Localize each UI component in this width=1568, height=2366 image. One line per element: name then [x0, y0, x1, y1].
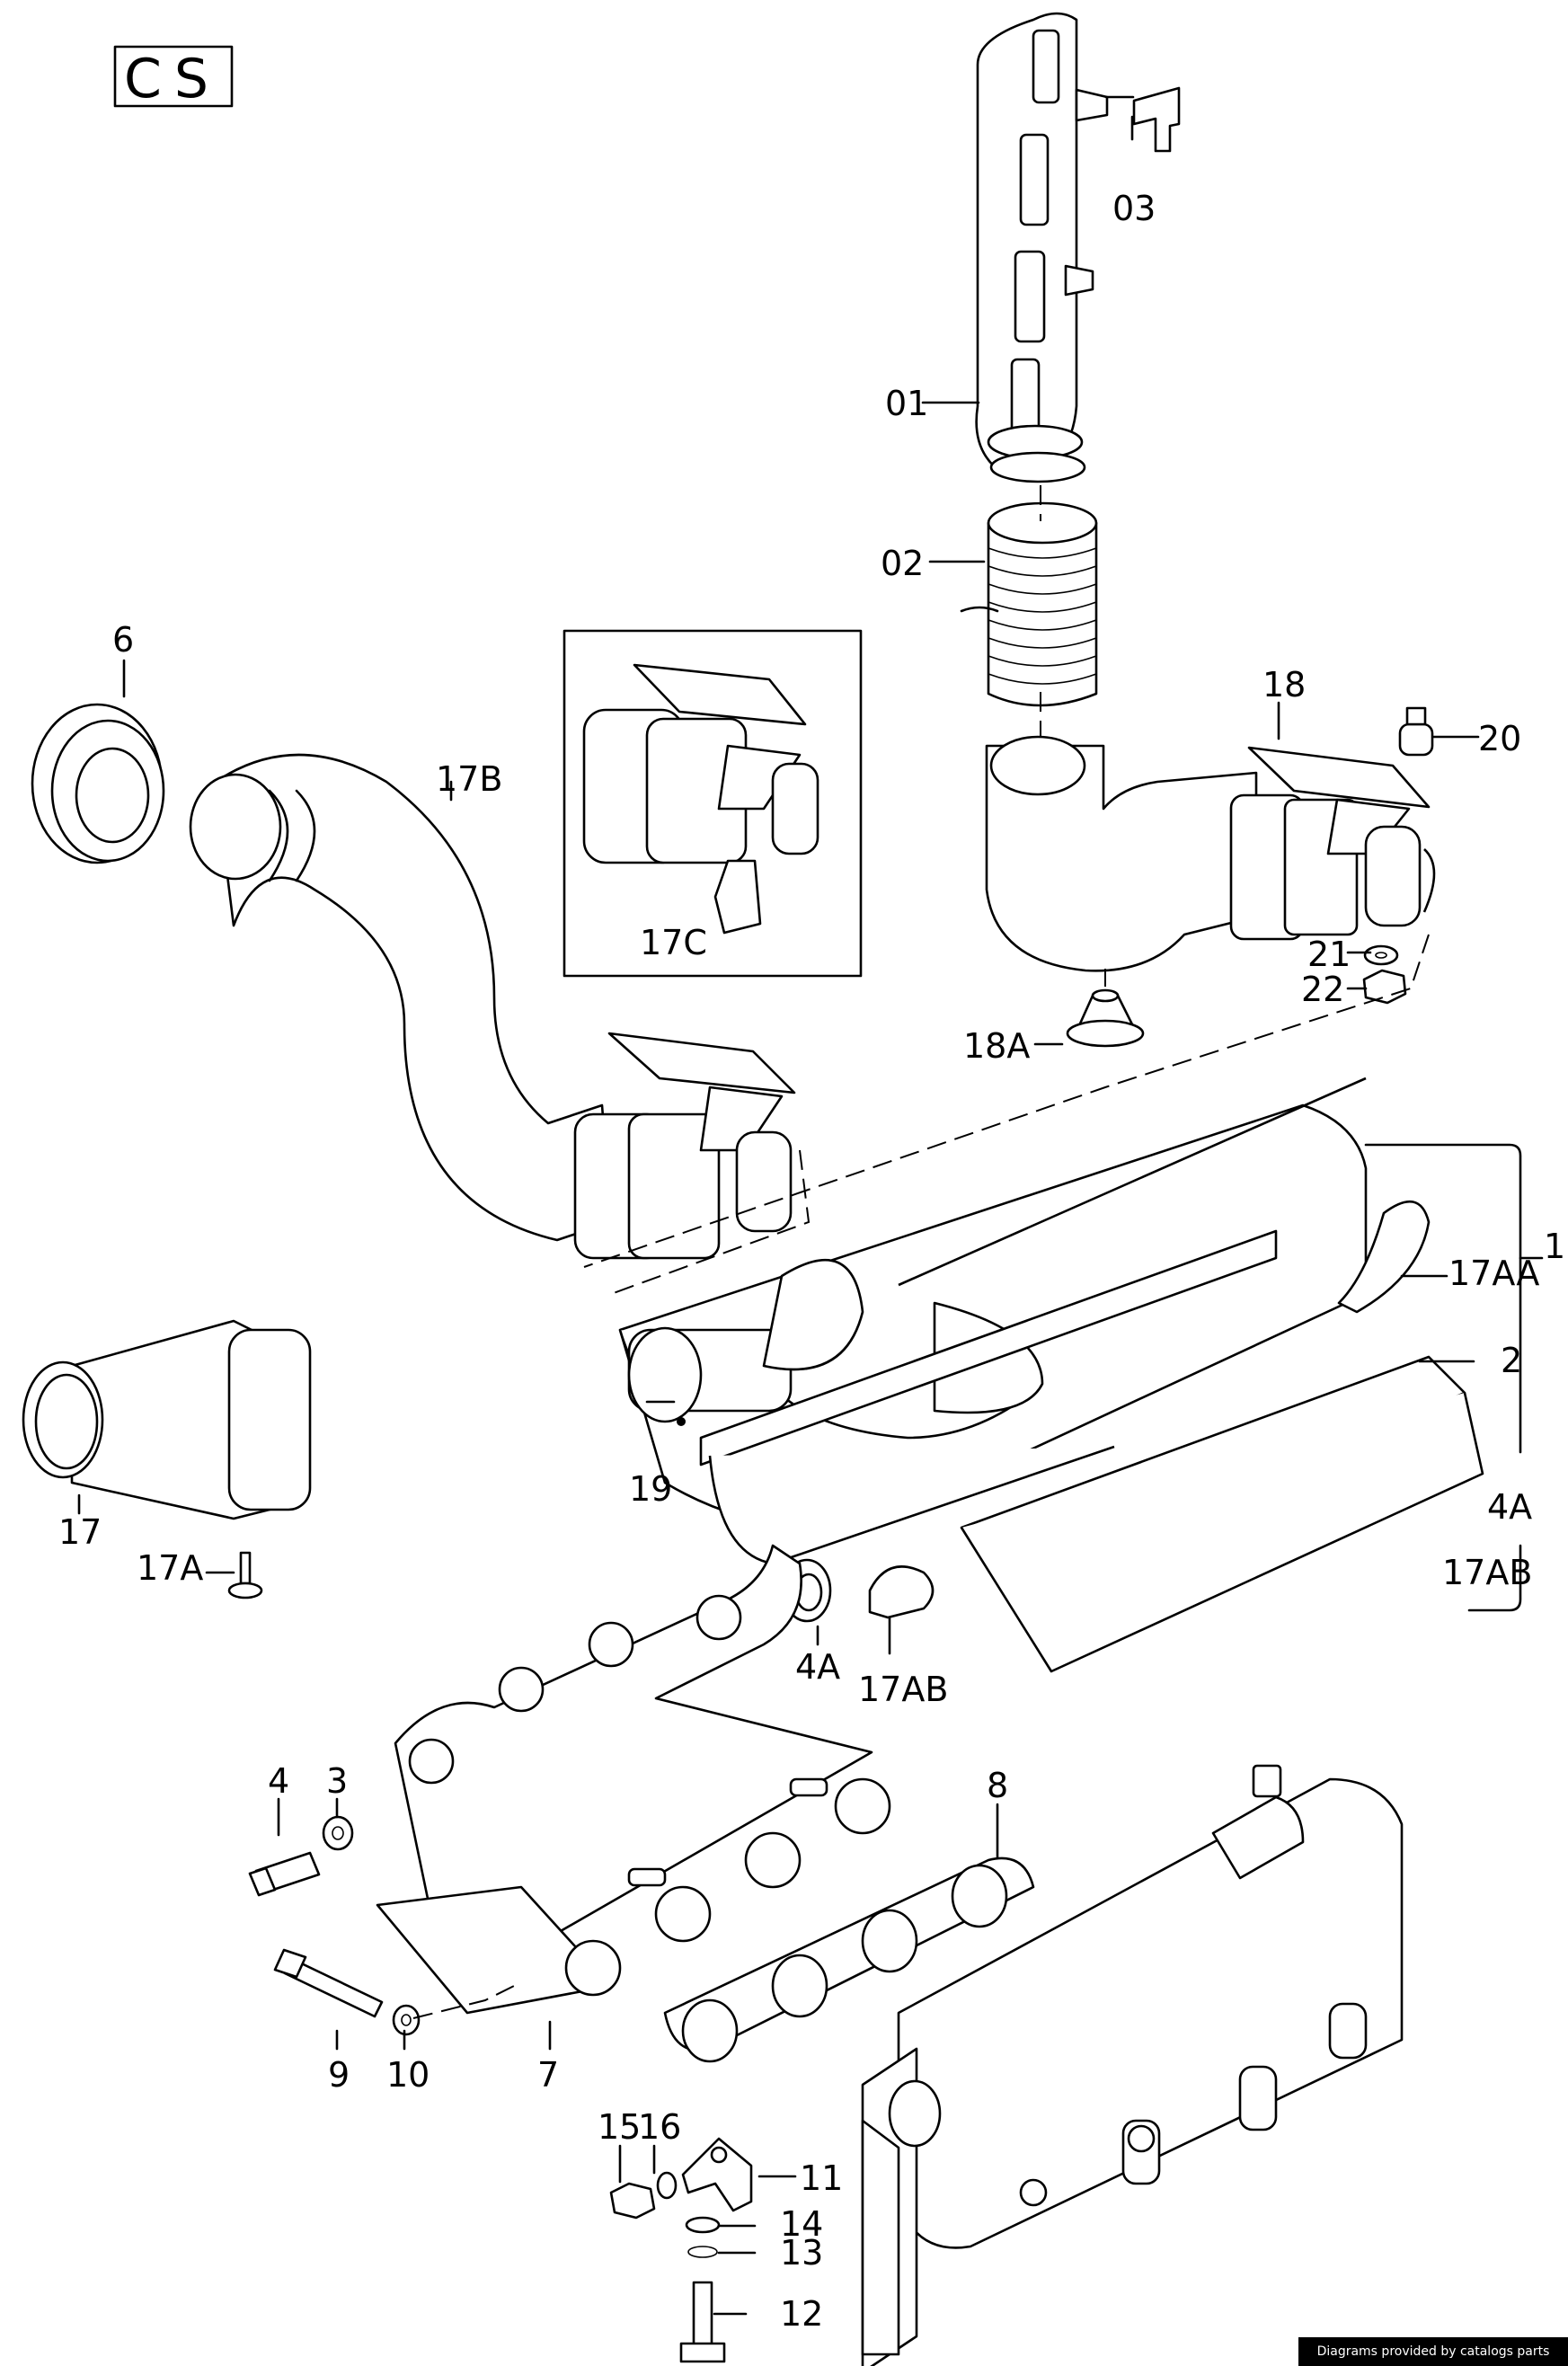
label-19: 19	[629, 1469, 672, 1509]
cylinder-head	[861, 1764, 1404, 2366]
part-18A-grommet	[1066, 988, 1145, 1048]
part-10-washer	[392, 2004, 421, 2036]
label-03: 03	[1112, 189, 1156, 228]
part-3-washer	[322, 1815, 354, 1851]
label-16: 16	[638, 2107, 681, 2147]
label-17: 17	[58, 1512, 102, 1552]
label-4A-list: 4A	[1487, 1487, 1532, 1527]
part-22-nut	[1362, 969, 1407, 1005]
label-4A: 4A	[795, 1647, 840, 1687]
label-6: 6	[112, 620, 134, 660]
label-17B: 17B	[436, 759, 502, 799]
callout-labels: 01 02 03 18 20 21 22 18A 6 17B 17C 1 17A…	[58, 189, 1565, 2334]
label-02: 02	[881, 544, 924, 583]
label-20: 20	[1478, 719, 1521, 758]
label-15: 15	[598, 2107, 641, 2147]
label-01: 01	[885, 384, 928, 423]
part-12-bolt	[679, 2281, 726, 2363]
part-1-air-cleaner-housing	[618, 1077, 1368, 1565]
label-17AA: 17AA	[1448, 1254, 1539, 1293]
label-21: 21	[1307, 935, 1351, 974]
part-16-washer	[656, 2171, 678, 2200]
part-2-filter-element	[960, 1355, 1484, 1673]
part-15-nut	[609, 2182, 656, 2220]
part-13-spring-washer	[687, 2246, 718, 2258]
part-7-intake-manifold	[376, 1544, 891, 2015]
catalog-code-box: CS	[113, 45, 234, 111]
part-11-bracket	[681, 2137, 753, 2212]
label-3: 3	[326, 1761, 348, 1801]
alignment-lines	[412, 485, 1430, 2019]
part-21-washer	[1363, 944, 1399, 966]
label-17AB-list: 17AB	[1442, 1553, 1532, 1592]
label-1: 1	[1544, 1227, 1565, 1266]
part-20-rubber-mount	[1398, 706, 1434, 757]
part-17A-screw	[227, 1551, 263, 1599]
label-10: 10	[386, 2055, 430, 2095]
catalog-code: CS	[124, 48, 221, 111]
label-7: 7	[537, 2055, 559, 2095]
part-6-seal-ring	[31, 703, 165, 864]
part-17B-intake-hose	[189, 753, 796, 1260]
label-12: 12	[780, 2294, 823, 2334]
part-4-bolt	[248, 1851, 321, 1897]
label-18A: 18A	[963, 1026, 1030, 1066]
part-17AB-clip	[868, 1565, 935, 1619]
part-18-elbow-housing	[985, 735, 1436, 972]
label-18: 18	[1262, 665, 1306, 704]
label-13: 13	[780, 2233, 823, 2273]
part-8-manifold-gasket	[663, 1856, 1035, 2063]
label-17C: 17C	[640, 923, 707, 962]
part-17AA-clip	[1337, 1200, 1431, 1314]
label-11: 11	[800, 2158, 843, 2198]
part-02-corrugated-hose	[960, 501, 1098, 707]
part-9-long-bolt	[273, 1948, 384, 2018]
part-03-clip	[1132, 86, 1181, 153]
label-4: 4	[268, 1761, 289, 1801]
part-17-intake-funnel	[22, 1319, 312, 1520]
label-2: 2	[1501, 1341, 1522, 1380]
part-01-intake-snorkel	[975, 12, 1109, 483]
part-19-marker	[677, 1417, 686, 1426]
label-8: 8	[987, 1766, 1008, 1805]
label-17AB: 17AB	[858, 1670, 948, 1709]
credit-banner: Diagrams provided by catalogs parts	[1298, 2337, 1568, 2366]
part-14-washer	[685, 2216, 721, 2234]
label-14: 14	[780, 2204, 823, 2244]
leader-lines	[77, 95, 1544, 2316]
label-17A: 17A	[137, 1548, 203, 1588]
part-17C-detail-box	[563, 629, 863, 978]
label-9: 9	[328, 2055, 350, 2095]
label-22: 22	[1301, 970, 1344, 1009]
